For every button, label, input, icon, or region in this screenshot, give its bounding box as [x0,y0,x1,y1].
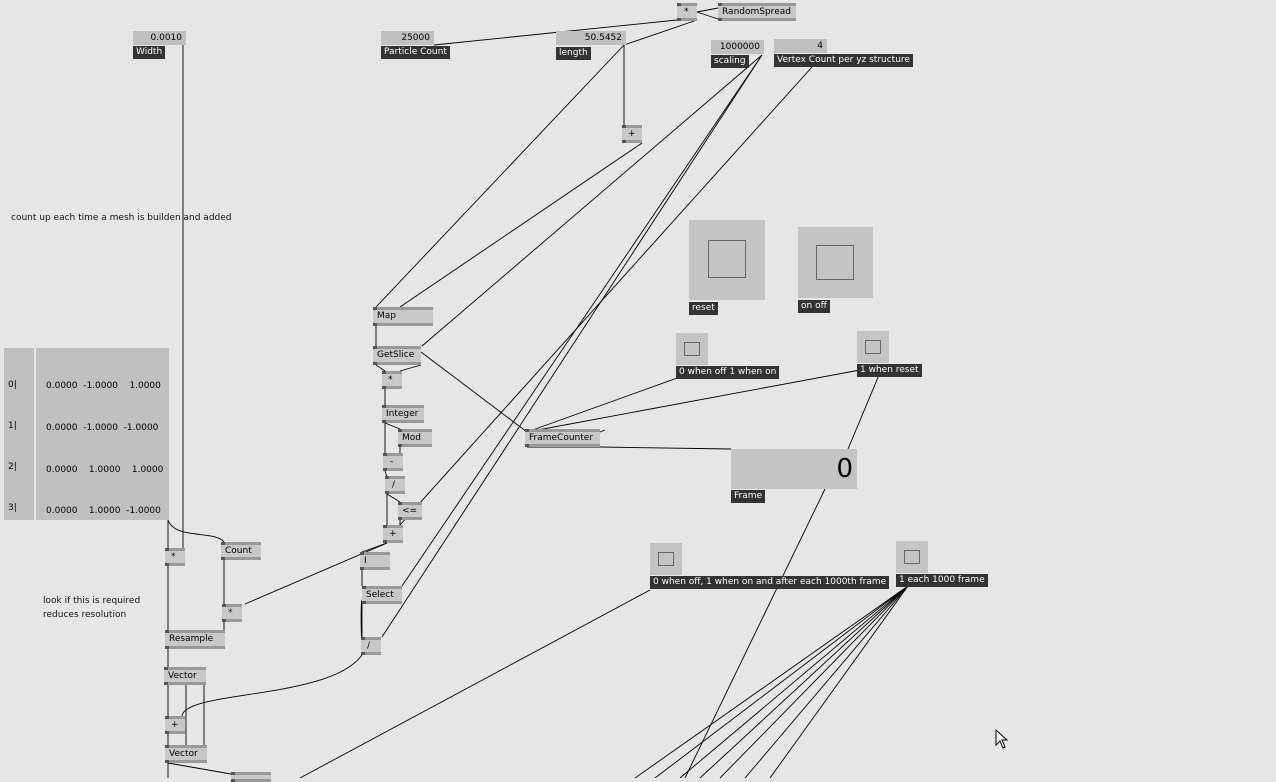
integer-node[interactable]: Integer [382,405,424,423]
offscreen-node[interactable] [231,772,271,782]
wire[interactable] [167,519,225,543]
when-reset-toggle[interactable] [857,331,889,363]
add-node-1[interactable]: + [383,525,403,543]
reset-label: reset [689,302,718,315]
wire[interactable] [526,376,681,433]
when-reset-label: 1 when reset [857,364,922,377]
wire[interactable] [744,585,909,778]
spread-index: 2| [8,462,17,472]
frame-label: Frame [731,490,766,503]
multiply-node-count[interactable]: * [222,604,242,622]
wire[interactable] [679,585,909,778]
wire[interactable] [375,44,625,308]
wire[interactable] [527,446,732,450]
multiply-node-1[interactable]: * [382,371,402,389]
each-frame-toggle[interactable] [650,543,682,575]
wire[interactable] [769,585,909,778]
spread-row[interactable]: 0.0000 1.0000 1.0000 [46,465,164,475]
count-node[interactable]: Count [221,542,261,560]
vertex-count-label: Vertex Count per yz structure [774,54,913,67]
wire[interactable] [299,589,651,778]
spread-index: 0| [8,380,17,390]
wire[interactable] [634,585,909,778]
wire[interactable] [526,369,861,433]
spread-index-column: 0| 1| 2| 3| [4,348,34,520]
each-1000-toggle[interactable] [896,541,928,573]
off-on-label: 0 when off 1 when on [676,366,780,379]
comment-count-up: count up each time a mesh is builden and… [11,213,232,223]
spread-row[interactable]: 0.0000 -1.0000 1.0000 [46,381,161,391]
vertex-count-iobox[interactable]: 4 [774,39,827,53]
width-label: Width [133,46,166,59]
subtract-node[interactable]: - [383,453,403,471]
wire[interactable] [684,488,826,778]
wire[interactable] [599,429,606,433]
wire[interactable] [399,364,422,372]
reset-toggle[interactable] [689,220,765,300]
each-1000-label: 1 each 1000 frame [896,574,988,587]
particle-count-iobox[interactable]: 25000 [381,31,434,45]
framecounter-node[interactable]: FrameCounter [525,429,600,447]
wire[interactable] [623,19,698,46]
spread-row[interactable]: 0.0000 1.0000 -1.0000 [46,506,161,516]
multiply-node-top[interactable]: * [677,3,697,21]
resample-node[interactable]: Resample [165,630,225,649]
getslice-node[interactable]: GetSlice [373,346,421,365]
off-on-toggle[interactable] [676,333,708,365]
wire[interactable] [654,585,909,778]
wire[interactable] [420,351,528,433]
wire[interactable] [401,54,763,587]
vector-node-2[interactable]: Vector [165,745,207,763]
on-off-toggle[interactable] [798,227,873,298]
scaling-iobox[interactable]: 1000000 [711,40,764,54]
spread-index: 1| [8,421,17,431]
less-equal-node[interactable]: <= [398,502,422,520]
divide-node-2[interactable]: / [361,637,381,655]
width-iobox[interactable]: 0.0010 [133,31,186,45]
wire[interactable] [361,542,388,553]
length-label: length [556,47,591,60]
wire[interactable] [181,654,363,717]
wire[interactable] [399,142,643,308]
divide-node-1[interactable]: / [385,476,405,494]
add-node-top[interactable]: + [622,125,642,143]
length-iobox[interactable]: 50.5452 [556,31,626,45]
spread-index: 3| [8,503,17,513]
wire[interactable] [719,585,909,778]
add-node-left[interactable]: + [165,716,185,734]
randomspread-node[interactable]: RandomSpread [718,3,796,21]
frame-iobox[interactable]: 0 [731,449,857,489]
particle-count-label: Particle Count [381,46,450,59]
comment-look-if: look if this is required reduces resolut… [43,596,141,620]
spread-row[interactable]: 0.0000 -1.0000 -1.0000 [46,423,159,433]
mod-node[interactable]: Mod [398,429,432,447]
i-node[interactable]: I [360,552,390,570]
wire[interactable] [386,493,401,503]
vector-spread-iobox[interactable]: 0.0000 -1.0000 1.0000 0.0000 -1.0000 -1.… [36,348,169,520]
wire[interactable] [167,762,232,775]
select-node[interactable]: Select [362,586,402,604]
map-node[interactable]: Map [373,307,433,326]
scaling-label: scaling [711,55,749,68]
wire[interactable] [696,7,719,13]
mouse-cursor-icon [995,729,1009,749]
each-frame-label: 0 when off, 1 when on and after each 100… [650,576,890,589]
on-off-label: on off [798,300,830,313]
wire[interactable] [696,11,719,20]
multiply-node-left[interactable]: * [165,548,185,566]
wire[interactable] [699,585,909,778]
wire[interactable] [847,374,880,450]
vector-node-1[interactable]: Vector [164,667,206,685]
